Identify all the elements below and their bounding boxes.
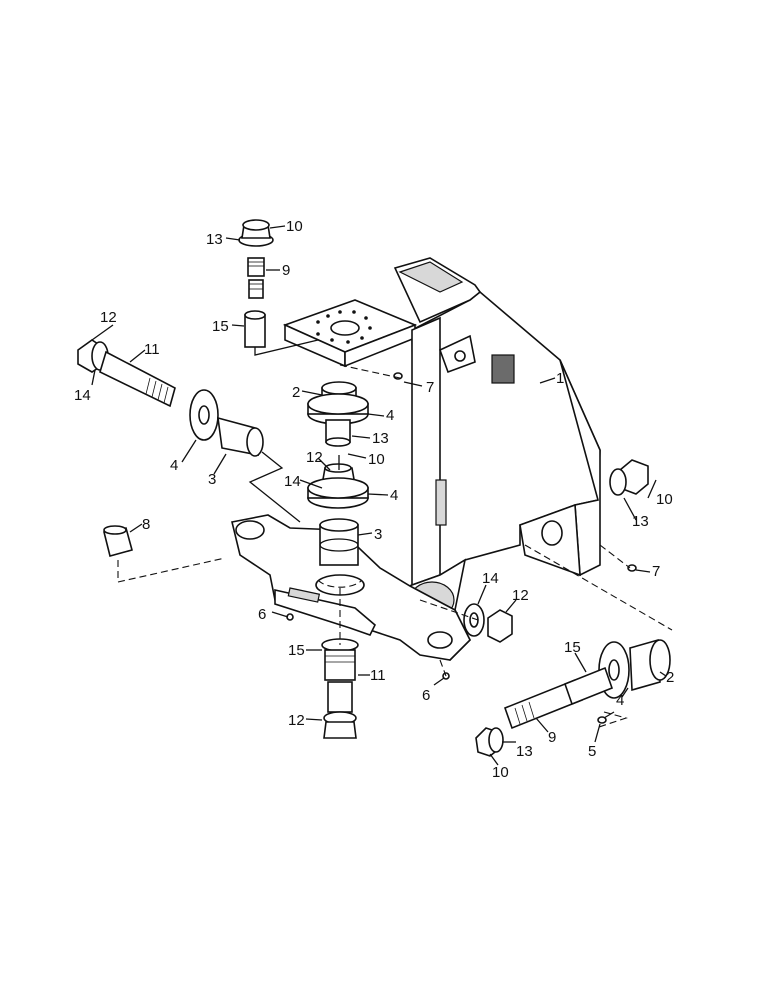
callout-4: 4 <box>170 457 178 474</box>
callout-4: 4 <box>390 487 398 504</box>
callout-11: 11 <box>144 341 160 358</box>
assembly-lines <box>117 364 673 729</box>
callout-4: 4 <box>386 407 394 424</box>
callout-12: 12 <box>512 587 529 604</box>
center-pin-stack <box>307 381 369 566</box>
callout-11: 11 <box>370 667 386 684</box>
callout-15: 15 <box>212 318 229 335</box>
callout-1: 1 <box>556 370 564 387</box>
callout-14: 15 <box>288 642 305 659</box>
callout-3: 3 <box>208 471 216 488</box>
callout-6: 6 <box>422 687 430 704</box>
callout-6: 6 <box>258 606 266 623</box>
callout-14: 14 <box>284 473 301 490</box>
callout-5: 5 <box>588 743 596 760</box>
callout-9: 9 <box>548 729 556 746</box>
callout-labels: 1 2 2 3 3 4 4 4 4 5 6 6 7 7 8 9 9 10 10 … <box>74 218 674 781</box>
lower-pin-assembly <box>321 638 359 739</box>
callout-10: 10 <box>286 218 303 235</box>
callout-14: 14 <box>74 387 91 404</box>
callout-10: 10 <box>656 491 673 508</box>
callout-10: 10 <box>492 764 509 781</box>
callout-10: 10 <box>368 451 385 468</box>
callout-3: 3 <box>374 526 382 543</box>
left-pin-assembly <box>77 339 301 523</box>
callout-8: 8 <box>142 516 150 533</box>
callout-12: 12 <box>306 449 323 466</box>
callout-2: 2 <box>666 669 674 686</box>
callout-13: 13 <box>372 430 389 447</box>
callout-13: 13 <box>206 231 223 248</box>
callout-7: 7 <box>652 563 660 580</box>
callout-7: 7 <box>426 379 434 396</box>
upper-pin-stack <box>238 219 319 356</box>
callout-13: 13 <box>632 513 649 530</box>
callout-9: 9 <box>282 262 290 279</box>
callout-12: 12 <box>100 309 117 326</box>
right-side-parts <box>103 372 671 757</box>
leader-lines <box>91 225 667 766</box>
main-frame <box>282 257 601 661</box>
callout-12: 12 <box>288 712 305 729</box>
callout-2: 2 <box>292 384 300 401</box>
callout-13: 13 <box>516 743 533 760</box>
callout-15: 15 <box>564 639 581 656</box>
callout-14: 14 <box>482 570 499 587</box>
callout-4: 4 <box>616 692 624 709</box>
